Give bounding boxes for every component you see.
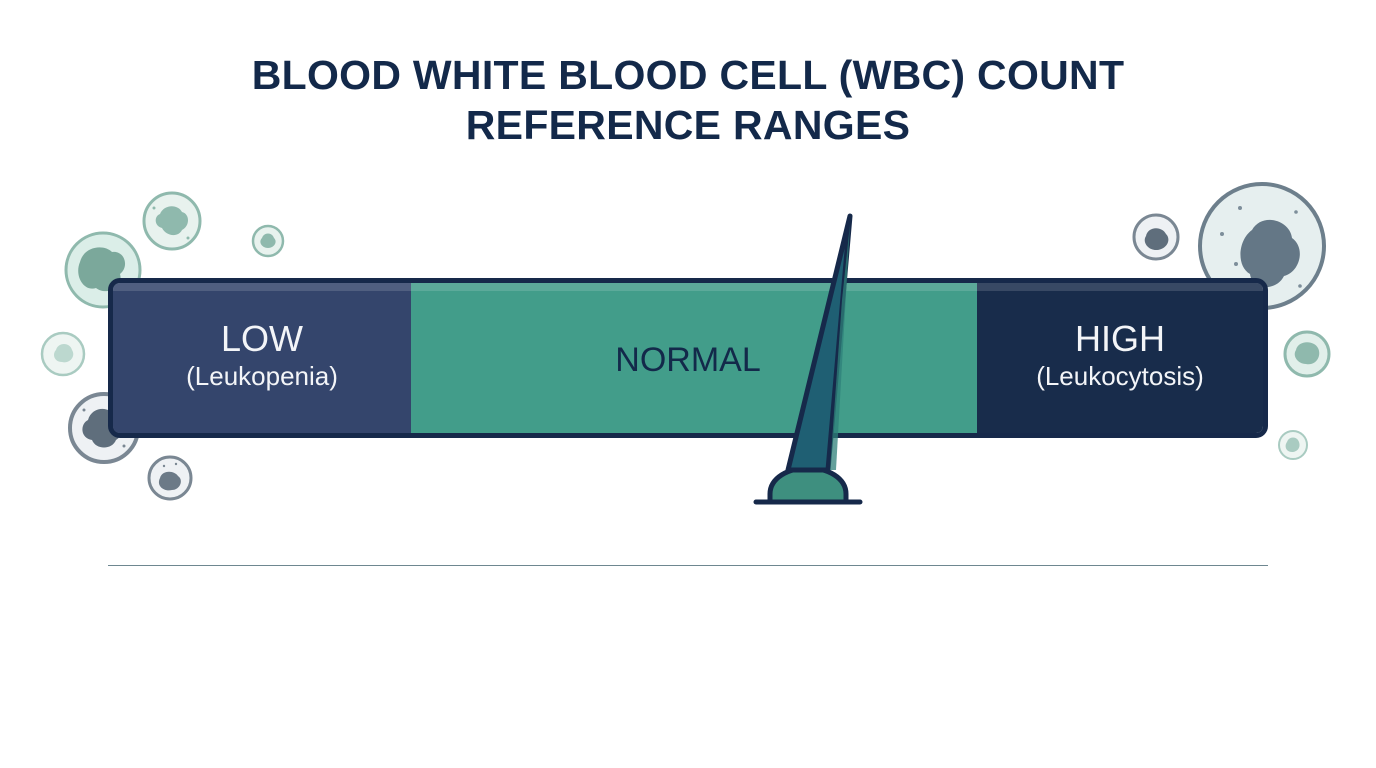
segment-low-label: LOW xyxy=(220,318,303,359)
white-blood-cell-icon xyxy=(40,331,86,377)
white-blood-cell-icon xyxy=(251,224,285,258)
segment-highlight xyxy=(977,283,1263,291)
segment-highlight xyxy=(113,283,411,291)
segment-high: HIGH (Leukocytosis) xyxy=(977,283,1263,433)
white-blood-cell-icon xyxy=(1283,330,1331,378)
segment-normal: NORMAL xyxy=(411,283,977,433)
page-title: BLOOD WHITE BLOOD CELL (WBC) COUNT REFER… xyxy=(0,50,1376,150)
segment-normal-label: NORMAL xyxy=(615,341,761,379)
white-blood-cell-icon xyxy=(1278,430,1308,460)
segment-highlight xyxy=(411,283,977,291)
segment-low-subtitle: (Leukopenia) xyxy=(186,361,338,391)
title-line-2: REFERENCE RANGES xyxy=(465,102,911,148)
segment-low: LOW (Leukopenia) xyxy=(113,283,411,433)
white-blood-cell-icon xyxy=(147,455,193,501)
title-line-1: BLOOD WHITE BLOOD CELL (WBC) COUNT xyxy=(251,52,1125,98)
segment-high-subtitle: (Leukocytosis) xyxy=(1036,361,1204,391)
range-bar: LOW (Leukopenia) NORMAL HIGH (Leukocytos… xyxy=(108,278,1268,438)
divider-line xyxy=(108,565,1268,566)
white-blood-cell-icon xyxy=(1132,213,1180,261)
segment-high-label: HIGH xyxy=(1075,318,1165,359)
white-blood-cell-icon xyxy=(142,191,202,251)
